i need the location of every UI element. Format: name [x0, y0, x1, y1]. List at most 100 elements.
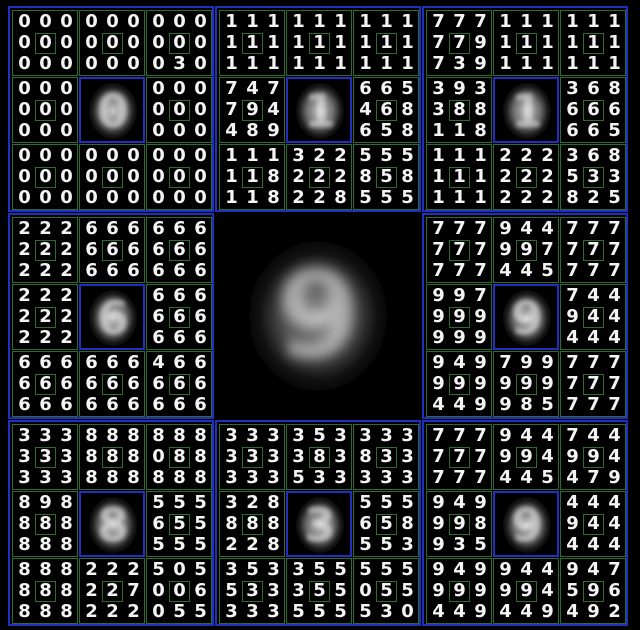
digit-sample: 5 — [397, 582, 418, 603]
mean-digit-glyph: 9 — [503, 290, 551, 346]
digit-sample: 8 — [35, 582, 56, 603]
digit-sample: 6 — [148, 515, 169, 536]
digit-cluster: 328888228 — [219, 491, 285, 557]
digit-sample: 8 — [309, 448, 330, 469]
digit-sample: 5 — [562, 582, 583, 603]
digit-sample: 8 — [397, 101, 418, 122]
digit-sample: 6 — [169, 396, 190, 417]
digit-sample: 6 — [190, 329, 211, 350]
digit-sample: 2 — [242, 536, 263, 557]
digit-sample: 2 — [583, 189, 604, 210]
digit-sample: 1 — [242, 13, 263, 34]
digit-sample: 1 — [242, 147, 263, 168]
digit-sample: 5 — [376, 515, 397, 536]
digit-sample: 0 — [56, 189, 77, 210]
digit-cluster: 333333333 — [219, 424, 285, 490]
digit-sample: 0 — [148, 80, 169, 101]
block-center-mean: 9 — [493, 491, 559, 557]
digit-sample: 7 — [583, 220, 604, 241]
digit-sample: 0 — [123, 13, 144, 34]
digit-sample: 1 — [330, 55, 351, 76]
digit-cluster: 222222222 — [12, 217, 78, 283]
digit-sample: 1 — [355, 13, 376, 34]
digit-sample: 6 — [123, 375, 144, 396]
digit-sample: 0 — [148, 34, 169, 55]
digit-sample: 7 — [604, 354, 625, 375]
digit-sample: 0 — [102, 189, 123, 210]
digit-sample: 9 — [516, 241, 537, 262]
digit-sample: 0 — [355, 582, 376, 603]
digit-sample: 7 — [583, 396, 604, 417]
mean-digit-blob: 6 — [89, 290, 137, 346]
mean-digit-glyph: 9 — [249, 241, 387, 391]
digit-sample: 3 — [449, 55, 470, 76]
digit-sample: 0 — [14, 80, 35, 101]
digit-sample: 6 — [190, 354, 211, 375]
digit-sample: 7 — [562, 396, 583, 417]
mean-digit-glyph: 8 — [89, 497, 137, 553]
digit-sample: 9 — [495, 427, 516, 448]
digit-sample: 1 — [330, 13, 351, 34]
digit-sample: 2 — [495, 147, 516, 168]
digit-sample: 0 — [56, 147, 77, 168]
digit-sample: 0 — [102, 55, 123, 76]
digit-sample: 4 — [449, 603, 470, 624]
digit-sample: 6 — [102, 396, 123, 417]
digit-cluster: 555858555 — [353, 144, 419, 210]
digit-sample: 0 — [169, 147, 190, 168]
digit-sample: 6 — [583, 147, 604, 168]
digit-sample: 4 — [148, 354, 169, 375]
digit-sample: 1 — [562, 34, 583, 55]
digit-cluster: 353533333 — [219, 558, 285, 624]
digit-cluster: 355355555 — [286, 558, 352, 624]
digit-sample: 8 — [263, 515, 284, 536]
digit-sample: 0 — [102, 168, 123, 189]
digit-sample: 6 — [355, 515, 376, 536]
digit-cluster: 888888888 — [79, 424, 145, 490]
digit-sample: 7 — [562, 354, 583, 375]
digit-sample: 6 — [169, 308, 190, 329]
digit-sample: 3 — [56, 469, 77, 490]
digit-sample: 9 — [470, 396, 491, 417]
digit-sample: 8 — [397, 168, 418, 189]
block-bottom-right: 7777777779449944457449944799499989359444… — [422, 420, 628, 626]
digit-cluster: 111111111 — [219, 10, 285, 76]
digit-sample: 4 — [604, 308, 625, 329]
digit-sample: 1 — [516, 13, 537, 34]
digit-sample: 6 — [102, 262, 123, 283]
mean-digit-blob: 1 — [296, 83, 344, 139]
digit-sample: 1 — [376, 13, 397, 34]
digit-sample: 0 — [190, 122, 211, 143]
mean-digit-blob: 8 — [89, 497, 137, 553]
digit-sample: 6 — [190, 582, 211, 603]
digit-sample: 8 — [35, 515, 56, 536]
digit-sample: 6 — [56, 375, 77, 396]
mean-digit-blob: 0 — [89, 83, 137, 139]
digit-sample: 7 — [470, 427, 491, 448]
digit-sample: 9 — [495, 241, 516, 262]
digit-sample: 4 — [516, 561, 537, 582]
digit-sample: 9 — [516, 354, 537, 375]
digit-sample: 7 — [562, 262, 583, 283]
digit-sample: 6 — [190, 308, 211, 329]
digit-sample: 4 — [221, 122, 242, 143]
digit-sample: 1 — [470, 168, 491, 189]
digit-sample: 2 — [537, 147, 558, 168]
digit-sample: 3 — [221, 469, 242, 490]
digit-sample: 8 — [263, 168, 284, 189]
digit-cluster: 997999999 — [426, 284, 492, 350]
digit-sample: 2 — [102, 582, 123, 603]
digit-sample: 3 — [263, 427, 284, 448]
digit-sample: 0 — [148, 448, 169, 469]
digit-sample: 0 — [190, 55, 211, 76]
digit-sample: 0 — [81, 147, 102, 168]
digit-sample: 4 — [562, 329, 583, 350]
digit-sample: 5 — [330, 582, 351, 603]
digit-sample: 3 — [397, 448, 418, 469]
digit-sample: 6 — [81, 220, 102, 241]
digit-sample: 2 — [123, 603, 144, 624]
digit-sample: 8 — [263, 536, 284, 557]
digit-sample: 1 — [449, 168, 470, 189]
digit-cluster: 777777777 — [426, 424, 492, 490]
digit-sample: 1 — [562, 55, 583, 76]
